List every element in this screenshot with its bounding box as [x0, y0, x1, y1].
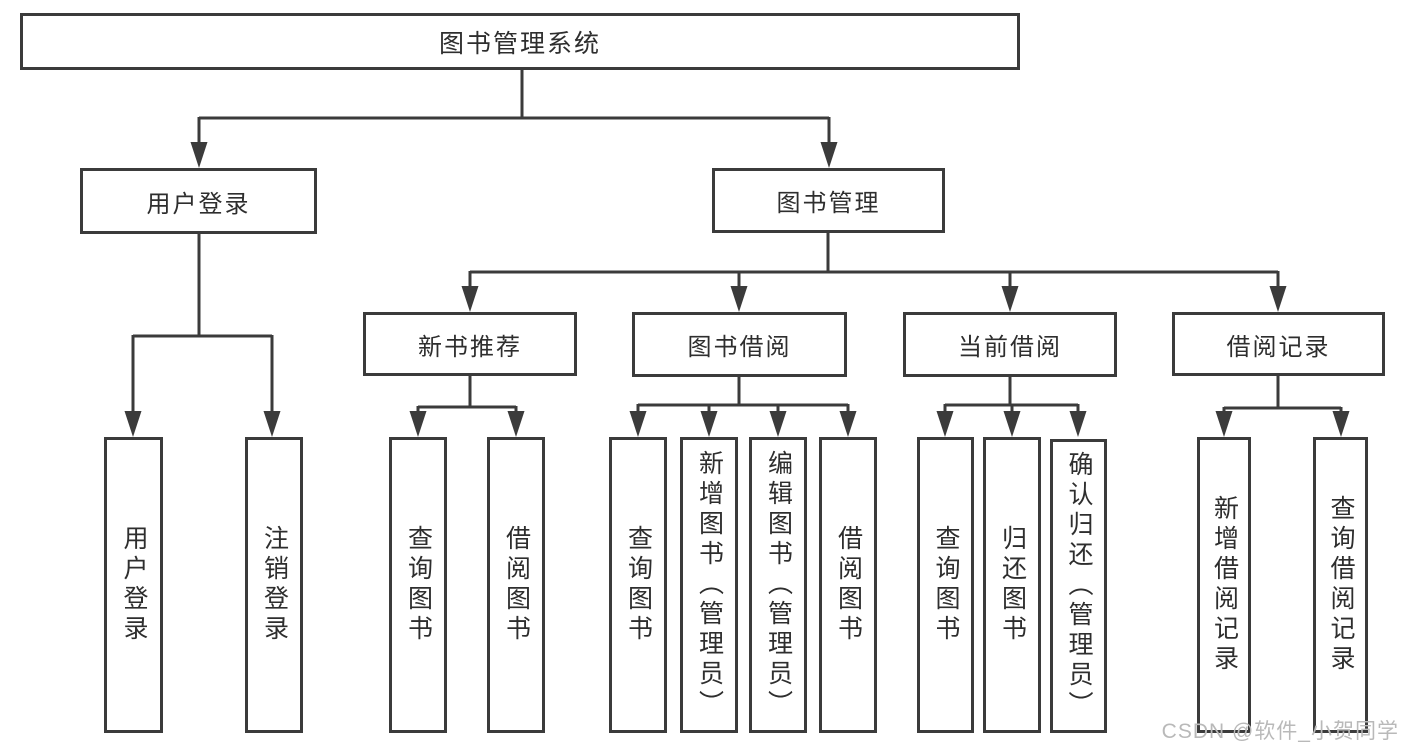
leaf-edit-book-admin: 编辑图书（管理员） — [749, 437, 807, 733]
leaf-confirm-return-admin: 确认归还（管理员） — [1050, 439, 1107, 733]
leaf-query-book-1-label: 查询图书 — [404, 525, 433, 645]
watermark: CSDN @软件_小贺同学 — [1161, 720, 1399, 743]
leaf-query-book-1: 查询图书 — [389, 437, 447, 733]
leaf-add-book-admin-label: 新增图书（管理员） — [695, 450, 724, 720]
leaf-query-book-2: 查询图书 — [609, 437, 667, 733]
node-user-login-label: 用户登录 — [146, 190, 251, 218]
leaf-return-book-label: 归还图书 — [998, 525, 1027, 645]
node-borrow-record-label: 借阅记录 — [1226, 333, 1331, 361]
leaf-add-borrow-record-label: 新增借阅记录 — [1210, 495, 1239, 675]
node-book-management-label: 图书管理 — [776, 190, 881, 217]
leaf-borrow-book-2-label: 借阅图书 — [834, 525, 863, 645]
node-new-book-recommend-label: 新书推荐 — [418, 333, 522, 361]
leaf-borrow-book-1-label: 借阅图书 — [502, 525, 531, 645]
leaf-user-login: 用户登录 — [104, 437, 163, 733]
leaf-query-borrow-record: 查询借阅记录 — [1313, 437, 1368, 733]
node-book-management: 图书管理 — [712, 168, 945, 233]
leaf-user-login-label: 用户登录 — [120, 525, 148, 645]
node-book-borrow-label: 图书借阅 — [687, 334, 792, 361]
node-current-borrow-label: 当前借阅 — [958, 334, 1062, 361]
leaf-borrow-book-1: 借阅图书 — [487, 437, 545, 733]
leaf-logout: 注销登录 — [245, 437, 303, 733]
leaf-query-book-2-label: 查询图书 — [624, 525, 653, 645]
node-root-label: 图书管理系统 — [438, 29, 601, 58]
node-root: 图书管理系统 — [20, 13, 1020, 70]
node-book-borrow: 图书借阅 — [632, 312, 847, 377]
leaf-return-book: 归还图书 — [983, 437, 1041, 733]
leaf-edit-book-admin-label: 编辑图书（管理员） — [764, 450, 793, 720]
leaf-query-book-3: 查询图书 — [917, 437, 974, 733]
node-borrow-record: 借阅记录 — [1172, 312, 1385, 376]
leaf-add-book-admin: 新增图书（管理员） — [680, 437, 738, 733]
leaf-query-book-3-label: 查询图书 — [932, 525, 960, 645]
leaf-confirm-return-admin-label: 确认归还（管理员） — [1065, 451, 1093, 721]
node-current-borrow: 当前借阅 — [903, 312, 1117, 377]
node-user-login: 用户登录 — [80, 168, 317, 234]
leaf-logout-label: 注销登录 — [260, 525, 289, 645]
leaf-query-borrow-record-label: 查询借阅记录 — [1327, 495, 1355, 675]
leaf-borrow-book-2: 借阅图书 — [819, 437, 877, 733]
node-new-book-recommend: 新书推荐 — [363, 312, 577, 376]
leaf-add-borrow-record: 新增借阅记录 — [1197, 437, 1251, 733]
